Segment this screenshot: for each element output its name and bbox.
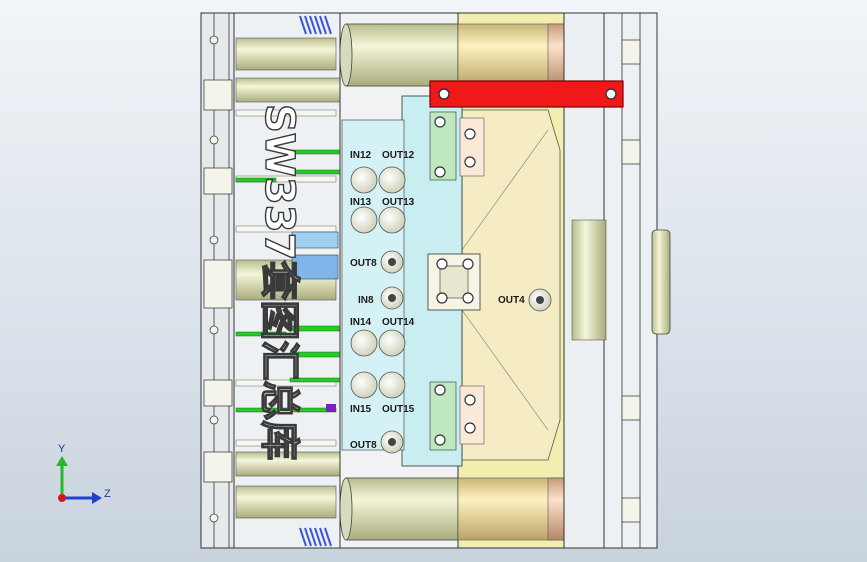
cooling-lines (235, 149, 341, 413)
label-out12: OUT12 (382, 150, 415, 161)
z-axis-arrow (92, 492, 102, 504)
origin-x-icon (58, 494, 66, 502)
guide-pillar-bottom (345, 477, 459, 541)
left-side-components (203, 35, 233, 523)
label-out8-upper: OUT8 (350, 258, 377, 269)
z-axis-label: Z (104, 488, 111, 500)
coordinate-triad[interactable]: Y Z (56, 443, 111, 504)
return-spring-bottom (299, 527, 332, 547)
locating-ring (651, 229, 671, 335)
label-in13: IN13 (350, 197, 372, 208)
guide-pillar-top (345, 23, 459, 87)
label-in12: IN12 (350, 150, 372, 161)
screws (434, 116, 476, 446)
return-spring-top (299, 15, 332, 35)
watermark-text: SW337套图汇总库 (256, 104, 302, 460)
label-out14: OUT14 (382, 317, 415, 328)
label-out4: OUT4 (498, 295, 525, 306)
blue-insert (291, 254, 339, 280)
label-out15: OUT15 (382, 404, 415, 415)
label-in15: IN15 (350, 404, 372, 415)
y-axis-arrow (56, 456, 68, 466)
water-fittings (350, 166, 552, 454)
label-in14: IN14 (350, 317, 372, 328)
port-labels: IN12 OUT12 IN13 OUT13 OUT8 IN8 OUT4 IN14… (350, 150, 525, 451)
label-out13: OUT13 (382, 197, 415, 208)
mold-assembly[interactable] (200, 12, 671, 549)
label-out8-lower: OUT8 (350, 440, 377, 451)
y-axis-label: Y (58, 443, 66, 455)
red-link-bar[interactable] (429, 80, 624, 108)
label-in8: IN8 (358, 295, 374, 306)
